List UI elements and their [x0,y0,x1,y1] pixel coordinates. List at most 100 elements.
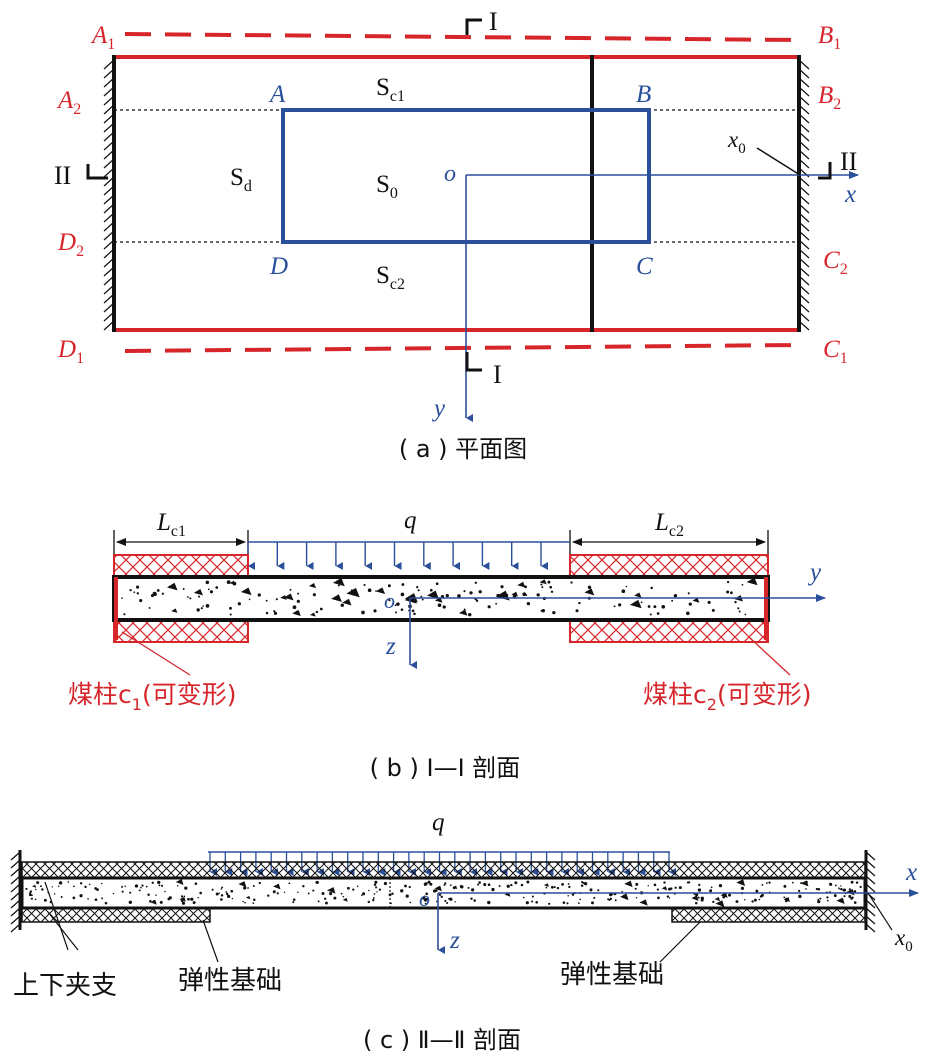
aggregate-dot [522,592,527,597]
aggregate-dot [408,885,411,889]
hatch-tick [798,248,810,259]
aggregate-dot [435,889,438,892]
aggregate-dot [694,901,698,905]
aggregate-dot [394,604,397,607]
aggregate-dot [221,886,224,889]
aggregate-dot [624,897,627,900]
hatch-tick [103,68,115,79]
hatch-tick [10,875,21,885]
aggregate-dot [101,897,104,900]
aggregate-dot [425,892,429,896]
aggregate-stone [746,577,758,586]
hatch-tick [865,923,876,933]
aggregate-dot [396,602,400,606]
aggregate-dot [506,884,510,888]
hatch-tick [10,883,21,893]
aggregate-dot [429,588,433,592]
aggregate-stone [342,897,348,902]
aggregate-dot [580,884,584,887]
aggregate-dot [710,886,713,889]
aggregate-dot [176,884,179,887]
aggregate-dot [649,613,652,616]
aggregate-dot [350,589,353,592]
panel-b-section-i: Lc1 Lc2 q o y z 煤柱c1(可变形) 煤柱c2(可变形) ( b … [68,507,826,782]
aggregate-dot [798,894,802,899]
aggregate-dot [512,594,517,598]
leader-c2 [749,637,791,676]
aggregate-dot [726,590,730,594]
aggregate-dot [656,888,659,891]
aggregate-dot [372,897,375,899]
aggregate-dot [375,590,377,592]
aggregate-dot [360,894,363,897]
aggregate-dot [372,898,375,902]
hatch-tick [865,915,876,925]
aggregate-dot [94,898,98,902]
aggregate-dot [853,890,857,893]
aggregate-stone [629,599,642,609]
origin-label: o [444,161,456,187]
aggregate-dot [194,882,198,885]
aggregate-dot [423,895,426,898]
aggregate-stone [434,885,442,892]
aggregate-dot [737,607,740,610]
hatch-tick [798,221,810,232]
aggregate-dot [295,610,300,615]
aggregate-dot [133,591,136,594]
aggregate-dot [523,896,525,899]
aggregate-dot [395,611,398,614]
aggregate-dot [785,897,788,900]
aggregate-stone [283,593,294,601]
aggregate-stone [346,587,360,598]
aggregate-dot [759,895,763,898]
inner-corner-b: B [636,81,651,108]
aggregate-dot [383,881,388,886]
aggregate-dot [292,901,295,904]
aggregate-stone [326,887,336,894]
aggregate-dot [613,605,616,608]
leader-elastic-right [659,921,701,963]
aggregate-stone [280,595,287,600]
pillar-c2-bottom [569,619,769,643]
aggregate-dot [225,892,229,896]
aggregate-dot [257,593,261,597]
aggregate-dot [438,893,442,896]
aggregate-dot [420,595,423,598]
aggregate-dot [829,882,833,886]
aggregate-dot [57,885,60,887]
aggregate-dot [253,898,256,901]
aggregate-dot [726,580,730,584]
aggregate-dot [524,585,527,589]
hatch-tick [865,859,876,869]
aggregate-dot [526,880,530,884]
aggregate-dot [695,893,699,897]
hatch-tick [798,77,810,88]
aggregate-dot [218,892,220,894]
aggregate-dot [697,896,700,899]
hatch-tick [103,212,115,223]
aggregate-dot [225,891,228,893]
hatch-tick [798,104,810,115]
aggregate-dot [607,898,610,901]
x0-label: x0 [727,127,746,157]
hatch-tick [103,284,115,295]
aggregate-dot [707,600,711,605]
corner-label-c1: C1 [823,336,848,367]
aggregate-dot [367,900,370,904]
aggregate-dot [587,585,592,589]
hatch-tick [103,86,115,97]
aggregate-dot [429,882,433,886]
aggregate-dot [25,887,28,890]
aggregate-dot [468,612,472,617]
aggregate-dot [635,897,638,899]
aggregate-dot [207,588,210,591]
aggregate-dot [751,900,754,903]
aggregate-stone [838,887,844,891]
hatch-tick [103,320,115,331]
aggregate-dot [368,889,370,892]
aggregate-dot [838,887,840,890]
aggregate-dot [288,882,291,885]
aggregate-dot [562,901,566,904]
aggregate-dot [463,590,466,593]
hatch-tick [798,149,810,160]
